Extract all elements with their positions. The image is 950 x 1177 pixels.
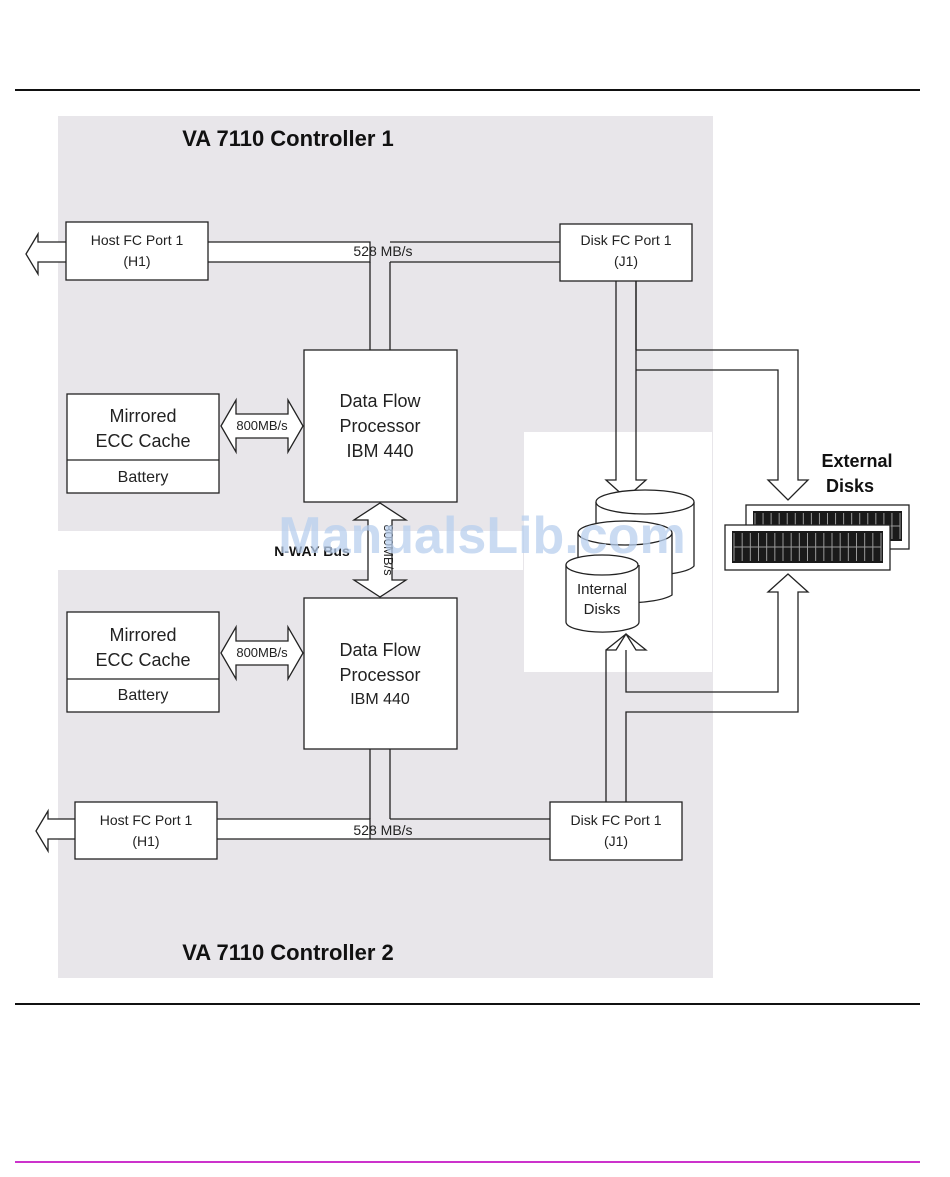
watermark: ManualsLib.com: [278, 507, 685, 565]
controller-1-processor: [303, 349, 458, 503]
controller-1-cache-link-arrow: [220, 397, 304, 455]
external-disk-enclosures: [724, 504, 910, 571]
controller-2-battery: Battery: [118, 687, 169, 704]
controller-2-host-port: [74, 801, 218, 860]
controller-2-processor-line2: Processor: [339, 665, 420, 685]
nway-bus-speed: 800MB/s: [381, 524, 396, 576]
controller-1-disk-port: [559, 223, 693, 282]
controller-2-internal-disks-arrow: [605, 573, 810, 802]
controller-1-title: VA 7110 Controller 1: [182, 126, 394, 151]
controller-1-processor-link: [369, 241, 560, 350]
controller-1-link-speed: 528 MB/s: [353, 243, 412, 259]
controller-1-processor-line3: IBM 440: [346, 441, 413, 461]
controller-2-disk-port-id: (J1): [604, 833, 628, 849]
controller-2-cache-label: Mirrored: [109, 625, 176, 645]
controller-1-cache-label: Mirrored: [109, 406, 176, 426]
controller-1-host-port-label: Host FC Port 1: [91, 232, 184, 248]
controller-2-title: VA 7110 Controller 2: [182, 940, 394, 965]
controller-2-cache-link-speed: 800MB/s: [236, 645, 288, 660]
controller-2-processor-line3: IBM 440: [350, 691, 410, 708]
controller-2-cache-type: ECC Cache: [95, 650, 190, 670]
controller-2-cache-link-arrow: [220, 624, 304, 682]
controller-1-cache: [66, 393, 220, 494]
controller-1-external-disks-arrow: [636, 349, 810, 501]
controller-1-processor-line2: Processor: [339, 416, 420, 436]
controller-1-battery: Battery: [118, 469, 169, 486]
internal-disks-label: Internal: [577, 581, 627, 598]
controller-2-link-speed: 528 MB/s: [353, 822, 412, 838]
controller-2-processor-line1: Data Flow: [339, 640, 421, 660]
controller-1-cache-type: ECC Cache: [95, 431, 190, 451]
controller-2-cache: [66, 611, 220, 713]
controller-1-host-port-id: (H1): [123, 253, 150, 269]
internal-disks-label-2: Disks: [584, 601, 621, 618]
controller-1-processor-line1: Data Flow: [339, 391, 421, 411]
external-disks-label-2: Disks: [826, 476, 874, 496]
controller-2-host-port-label: Host FC Port 1: [100, 812, 193, 828]
internal-disks: [565, 489, 695, 633]
controller-1-host-port: [65, 221, 209, 281]
controller-1-disk-port-id: (J1): [614, 253, 638, 269]
controller-1-cache-link-speed: 800MB/s: [236, 418, 288, 433]
controller-2-processor: [303, 597, 458, 750]
controller-2-disk-port-label: Disk FC Port 1: [570, 812, 661, 828]
controller-2-processor-link: [369, 749, 550, 840]
external-disks-label: External: [821, 451, 892, 471]
nway-bus-arrow: [351, 502, 409, 598]
nway-bus-label: N-WAY Bus: [274, 543, 350, 559]
controller-1-disk-port-label: Disk FC Port 1: [580, 232, 671, 248]
controller-2-disk-port: [549, 801, 683, 861]
controller-2-host-port-id: (H1): [132, 833, 159, 849]
